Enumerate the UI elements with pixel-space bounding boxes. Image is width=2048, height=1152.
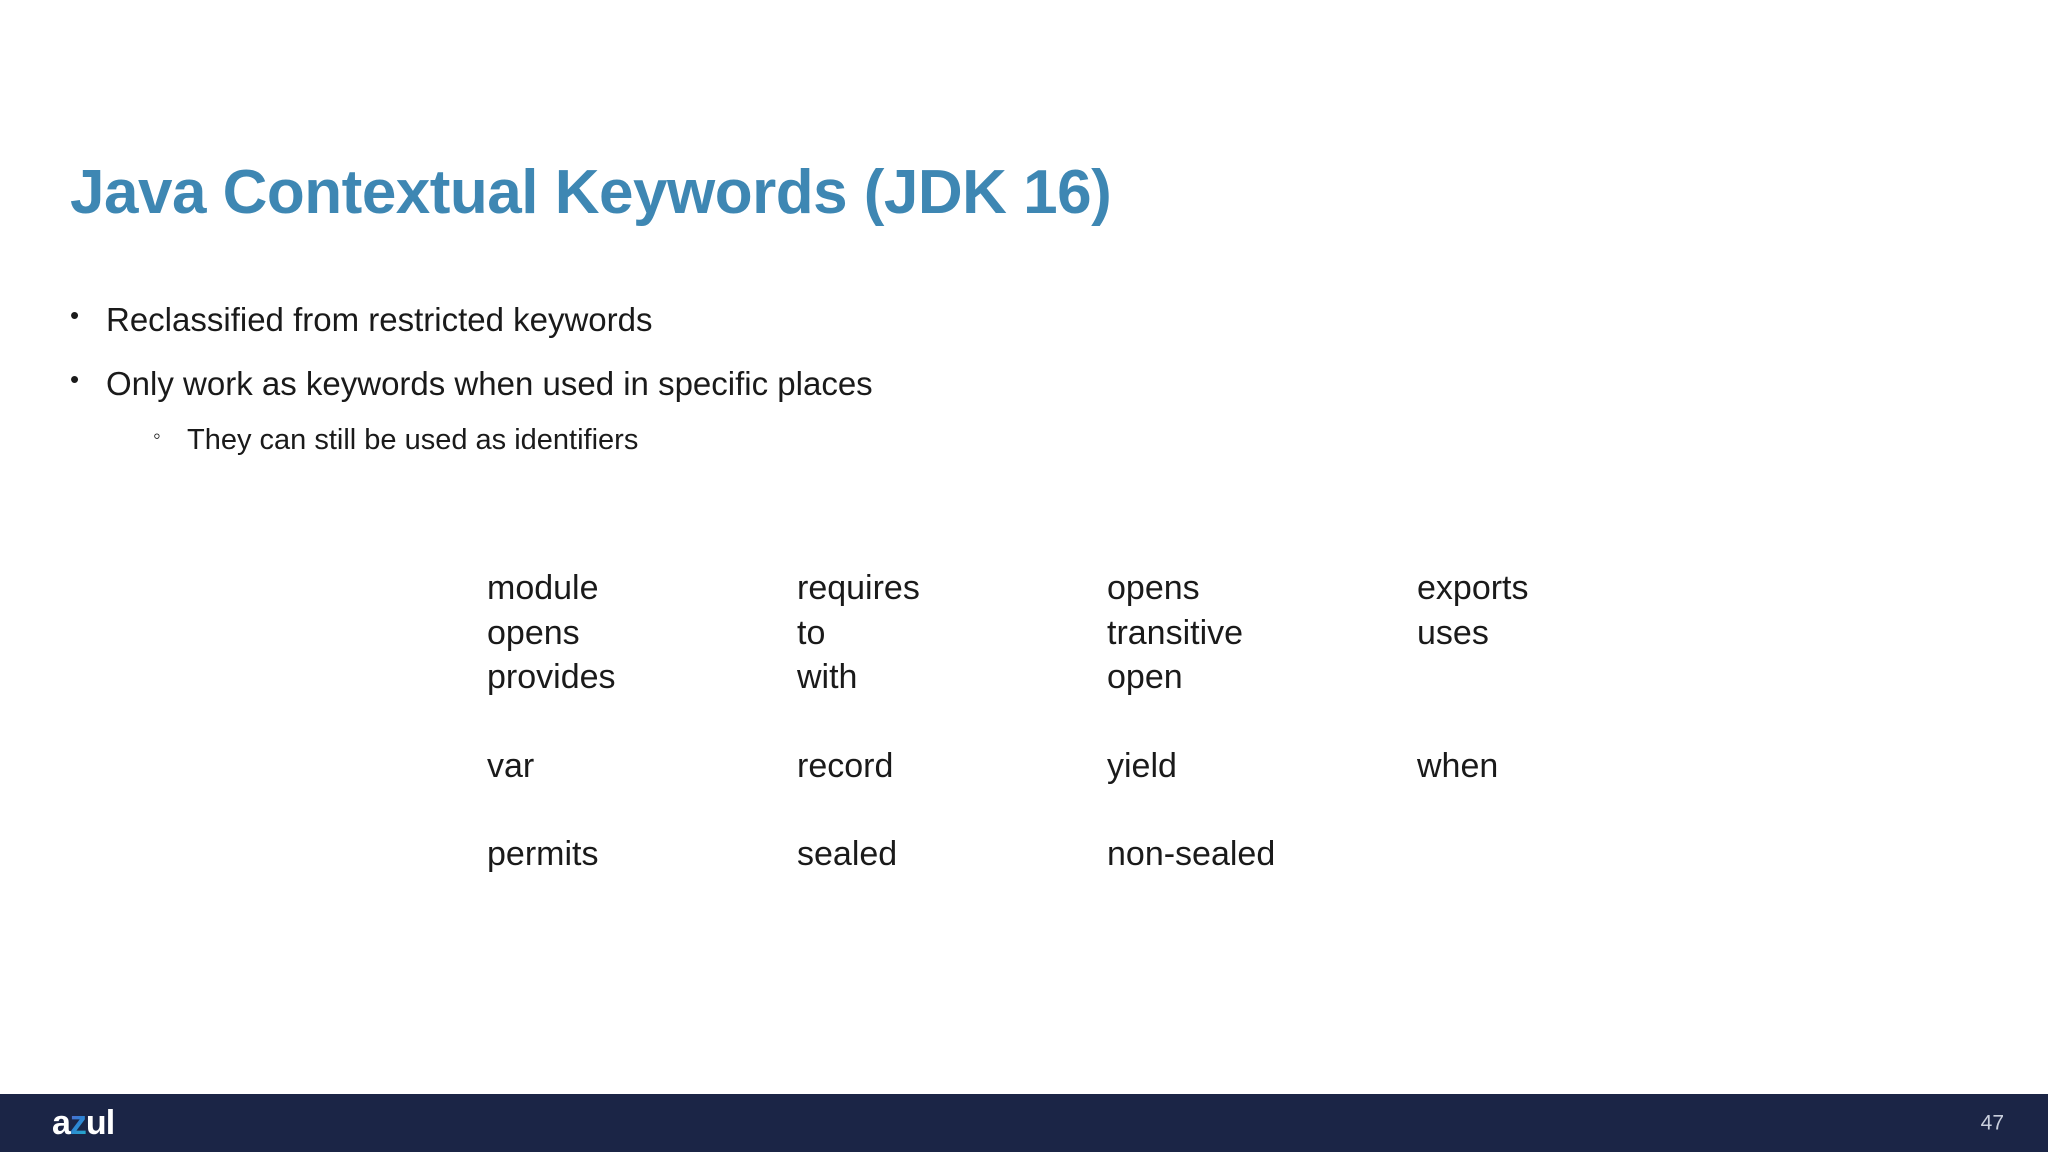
keyword-cell: open bbox=[1107, 658, 1183, 697]
keyword-cell: to bbox=[797, 613, 826, 652]
keyword-table: module requires opens exports opens to t… bbox=[487, 566, 1727, 877]
keyword-cell: module bbox=[487, 569, 599, 607]
keyword-cell: uses bbox=[1417, 613, 1489, 652]
keyword-cell: when bbox=[1417, 746, 1499, 785]
list-item-label: Reclassified from restricted keywords bbox=[106, 301, 653, 338]
logo-text-accent: z bbox=[69, 1104, 87, 1142]
sub-list-item: ◦ They can still be used as identifiers bbox=[70, 421, 1770, 459]
keyword-cell: opens bbox=[1107, 569, 1200, 607]
logo-text-prefix: a bbox=[52, 1104, 71, 1142]
keyword-cell: with bbox=[797, 658, 858, 697]
bullet-list: • Reclassified from restricted keywords … bbox=[70, 298, 1770, 459]
list-item-label: Only work as keywords when used in speci… bbox=[106, 364, 873, 402]
keyword-cell: non-sealed bbox=[1107, 835, 1276, 874]
keyword-cell: permits bbox=[487, 835, 599, 874]
keyword-cell: opens bbox=[487, 613, 580, 652]
keyword-cell: requires bbox=[797, 569, 920, 607]
keyword-group-sealed: permits sealed non-sealed bbox=[487, 832, 1727, 877]
keyword-cell: record bbox=[797, 746, 894, 785]
keyword-cell: yield bbox=[1107, 746, 1177, 785]
table-row: permits sealed non-sealed bbox=[487, 832, 1727, 877]
keyword-cell: transitive bbox=[1107, 613, 1244, 652]
table-row: module requires opens exports bbox=[487, 566, 1727, 611]
logo-text-suffix: ul bbox=[85, 1104, 115, 1142]
bullet-circle-icon: ◦ bbox=[153, 423, 161, 449]
sub-list-item-label: They can still be used as identifiers bbox=[187, 424, 639, 457]
keyword-cell: exports bbox=[1417, 569, 1529, 607]
bullet-dot-icon: • bbox=[70, 300, 80, 330]
keyword-cell: provides bbox=[487, 658, 616, 697]
table-row: provides with open bbox=[487, 655, 1727, 700]
list-item: • Only work as keywords when used in spe… bbox=[70, 362, 1770, 406]
table-row: opens to transitive uses bbox=[487, 611, 1727, 656]
keyword-cell: sealed bbox=[797, 835, 898, 874]
page-number: 47 bbox=[1980, 1111, 2004, 1135]
list-item: • Reclassified from restricted keywords bbox=[70, 298, 1770, 342]
keyword-group-var: var record yield when bbox=[487, 744, 1727, 789]
bullet-dot-icon: • bbox=[70, 363, 80, 394]
keyword-group-module: module requires opens exports opens to t… bbox=[487, 566, 1727, 700]
keyword-cell: var bbox=[487, 746, 535, 785]
table-row: var record yield when bbox=[487, 744, 1727, 789]
page-title: Java Contextual Keywords (JDK 16) bbox=[70, 157, 1112, 227]
